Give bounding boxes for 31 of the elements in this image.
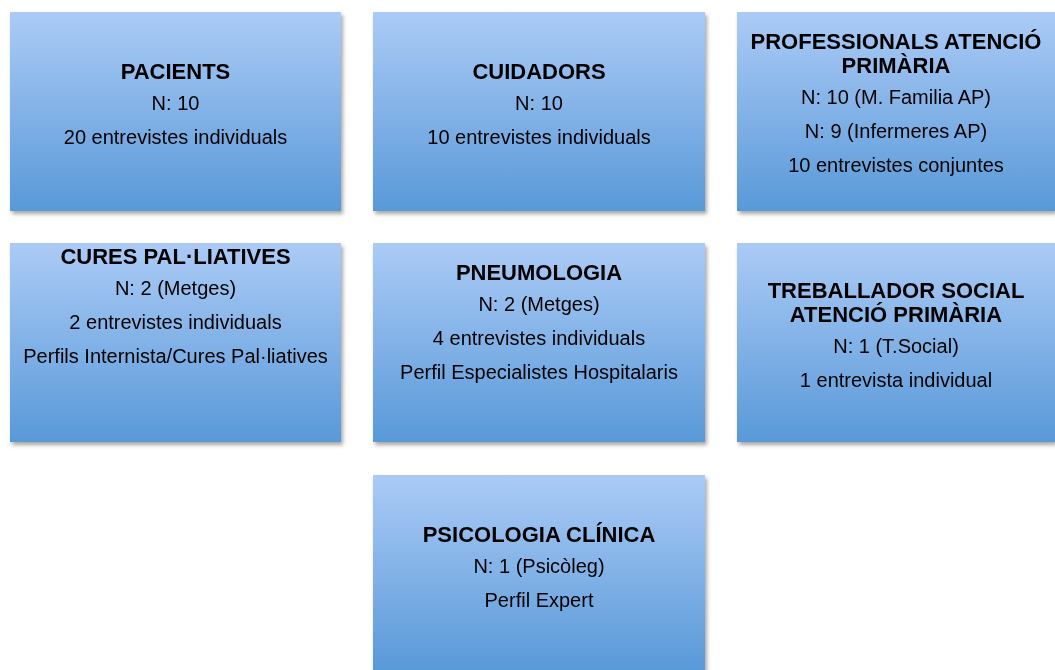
group-box [373,12,705,211]
group-heading: PACIENTS [119,60,232,84]
group-detail: 1 entrevista individual [798,369,994,391]
group-detail: N: 9 (Infermeres AP) [803,120,989,142]
group-detail: N: 1 (Psicòleg) [472,555,606,577]
group-box [737,243,1055,442]
group-detail: N: 10 [150,92,201,114]
group-heading: TREBALLADOR SOCIAL ATENCIÓ PRIMÀRIA [766,279,1026,327]
group-detail: Perfil Expert [483,589,595,611]
group-detail: 4 entrevistes individuals [431,327,647,349]
group-detail: 10 entrevistes conjuntes [787,154,1005,176]
group-detail: 20 entrevistes individuals [62,126,289,148]
group-box [373,243,705,442]
group-box [737,12,1055,211]
group-detail: N: 10 [514,92,564,114]
group-detail: N: 1 (T.Social) [832,335,960,357]
group-detail: Perfil Especialistes Hospitalaris [399,361,679,383]
group-detail: 2 entrevistes individuals [68,311,283,333]
group-heading: PROFESSIONALS ATENCIÓ PRIMÀRIA [749,30,1043,78]
group-detail: N: 2 (Metges) [113,277,238,299]
group-box [10,12,341,211]
group-heading: CURES PAL·LIATIVES [59,245,292,269]
group-detail: Perfils Internista/Cures Pal·liatives [22,345,329,367]
group-detail: N: 2 (Metges) [477,293,601,315]
group-detail: 10 entrevistes individuals [426,126,652,148]
group-heading: PSICOLOGIA CLÍNICA [421,523,657,547]
group-heading: PNEUMOLOGIA [454,261,624,285]
group-heading: CUIDADORS [471,60,607,84]
group-detail: N: 10 (M. Familia AP) [799,86,992,108]
group-box [10,243,341,442]
group-box [373,475,705,670]
